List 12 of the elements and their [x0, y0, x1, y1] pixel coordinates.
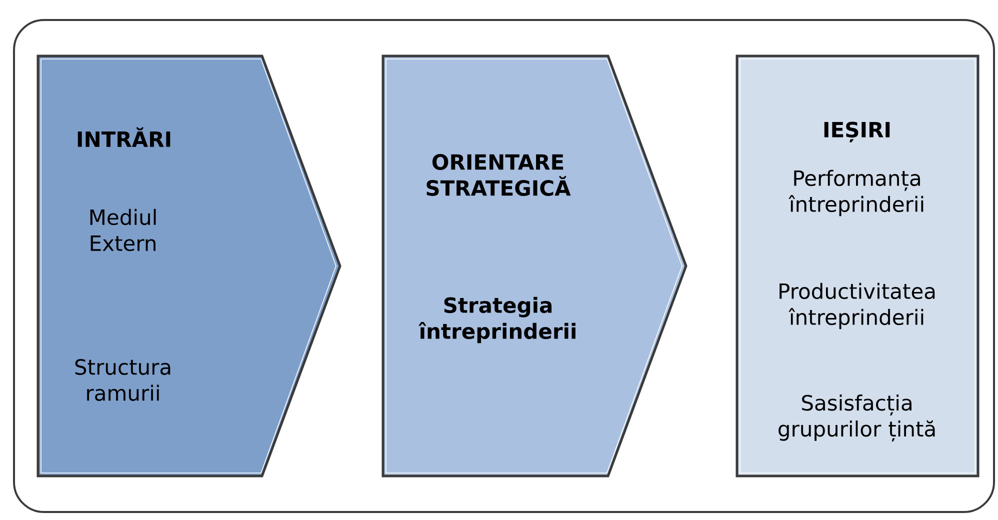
chevron-arrow — [36, 54, 342, 478]
output-box — [736, 54, 980, 478]
item-text: Productivitatea întreprinderii — [780, 282, 935, 330]
item-text: Structura ramurii — [75, 359, 170, 401]
chevron-arrow — [382, 54, 688, 478]
heading: INTRĂRI — [78, 127, 170, 147]
item-text: Sasisfacția grupurilor țintă — [778, 394, 935, 442]
heading: ORIENTARE STRATEGICĂ — [426, 154, 571, 196]
heading: IEȘIRI — [824, 122, 890, 142]
item-text: Mediul Extern — [90, 208, 156, 252]
item-text: Performanța întreprinderii — [788, 170, 924, 216]
item-text: Strategia întreprinderii — [418, 296, 576, 344]
